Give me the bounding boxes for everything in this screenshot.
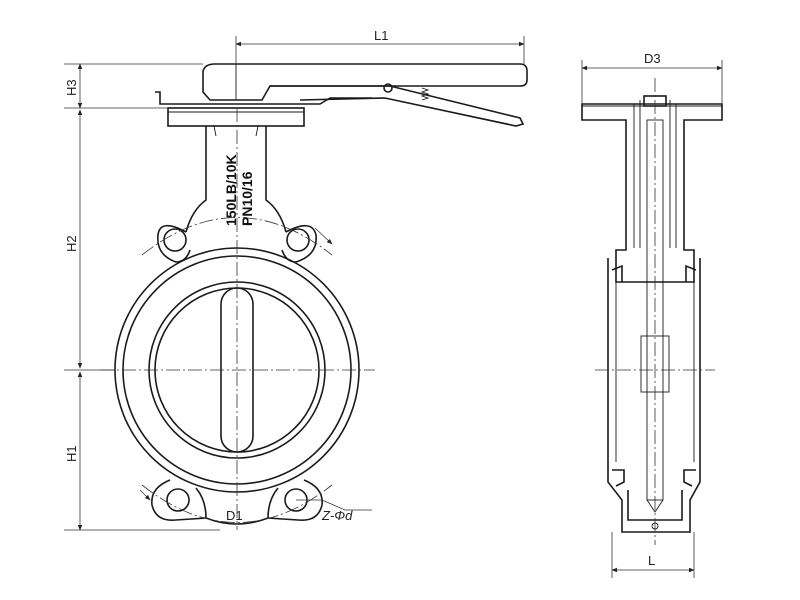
body-marking-pressure: PN10/16 [239,171,255,226]
label-bolt: Z-Φd [321,508,353,523]
label-l: L [648,553,655,568]
label-h3: H3 [64,79,79,96]
dimension-h3: H3 [64,63,203,109]
side-body [607,258,701,533]
handle-lever [155,63,528,127]
dimension-l1: L1 [235,28,525,64]
label-d1: D1 [226,508,243,523]
lower-right-lug [267,479,323,522]
side-top-flange [581,103,723,283]
dimension-d3: D3 [581,51,723,104]
top-flange [167,107,305,127]
side-view: D3 L [581,51,723,578]
dimension-h1: H1 [64,371,220,531]
dimension-l: L [611,532,695,578]
label-l1: L1 [374,28,388,43]
label-d3: D3 [644,51,661,66]
front-view: 150LB/10K PN10/16 L1 H3 H2 H1 D1 [64,28,528,531]
bolt-circle [141,217,333,523]
label-h2: H2 [64,235,79,252]
label-h1: H1 [64,445,79,462]
lower-left-lug [151,479,207,522]
body-marking-rating: 150LB/10K [223,154,239,226]
dimension-h2: H2 [64,109,115,371]
